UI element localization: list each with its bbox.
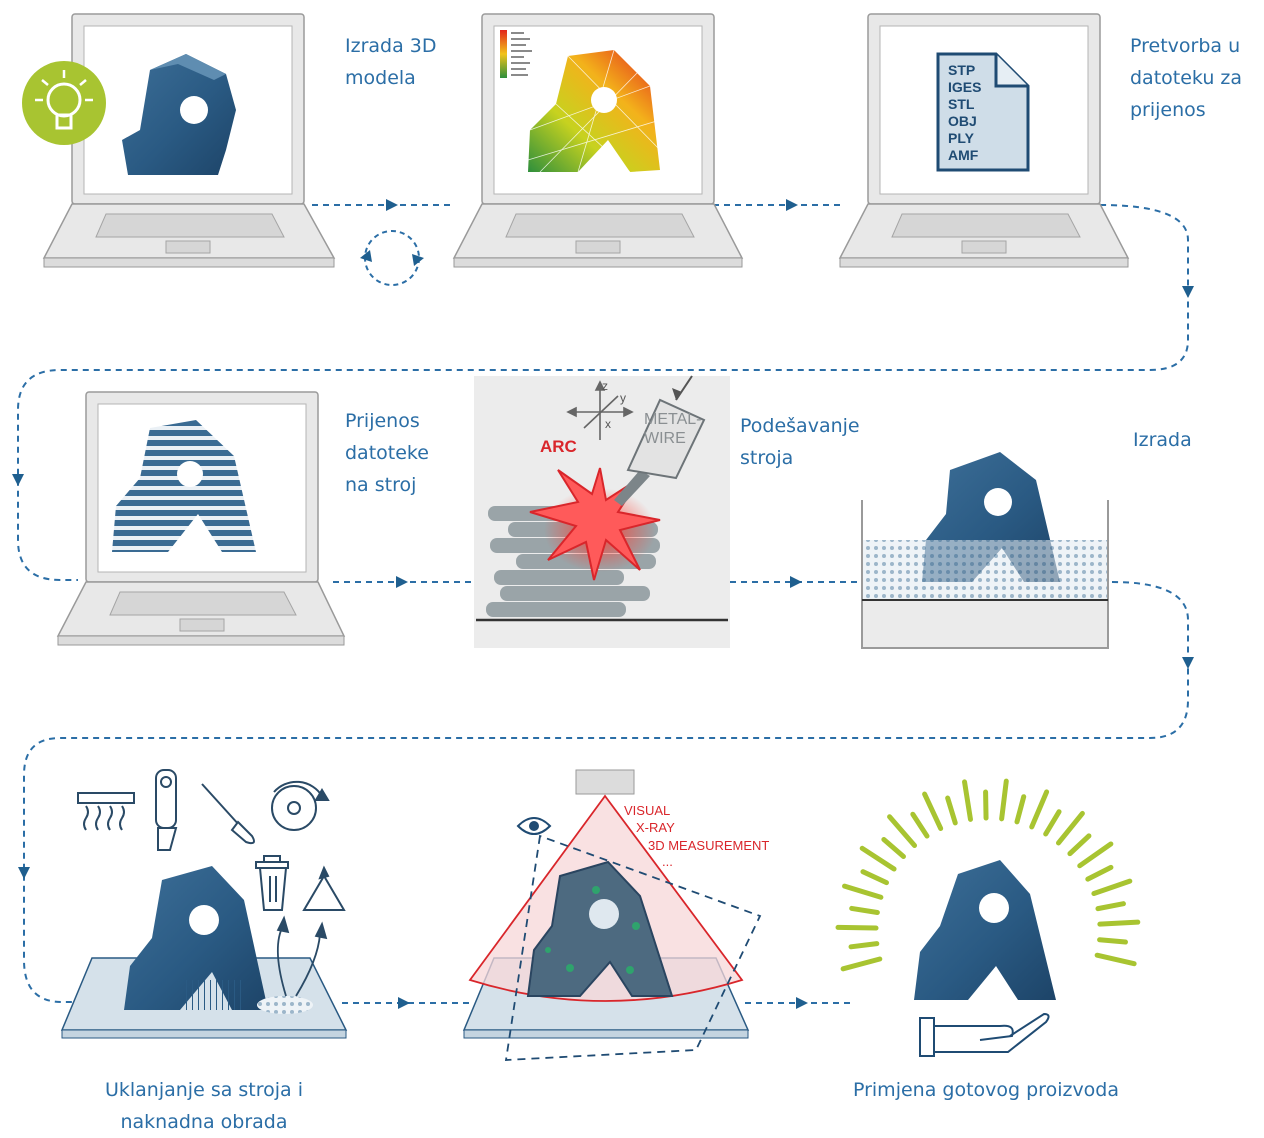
glow-ray xyxy=(863,872,887,883)
file-format-stl: STL xyxy=(948,96,975,112)
glow-ray xyxy=(1097,955,1134,964)
inspection-method-2: 3D MEASUREMENT xyxy=(648,838,769,853)
glow-ray xyxy=(925,794,941,828)
iteration-loop-icon xyxy=(360,231,424,285)
glow-ray xyxy=(1032,792,1047,827)
recycle-icon xyxy=(304,868,344,910)
glow-ray xyxy=(845,886,881,897)
glow-ray xyxy=(884,839,904,856)
glow-ray xyxy=(1080,844,1111,866)
axis-z-label: z xyxy=(602,379,608,393)
step-label-production: Izrada xyxy=(1133,424,1192,456)
inspection: VISUAL X-RAY 3D MEASUREMENT... xyxy=(464,770,769,1060)
glow-ray xyxy=(1002,781,1007,819)
glow-ray xyxy=(838,927,876,928)
laptop-3d-model xyxy=(44,14,334,267)
glow-ray xyxy=(1088,867,1111,879)
glow-ray xyxy=(851,944,877,947)
glow-ray xyxy=(913,814,927,836)
laptop-transfer xyxy=(58,392,344,645)
glow-ray xyxy=(965,782,971,820)
file-format-iges: IGES xyxy=(948,79,981,95)
file-format-stp: STP xyxy=(948,62,975,78)
file-format-amf: AMF xyxy=(948,147,979,163)
step-label-machine-setup: Podešavanje stroja xyxy=(740,410,860,474)
file-format-obj: OBJ xyxy=(948,113,977,129)
glow-ray xyxy=(1017,797,1024,822)
inspection-method-1: X-RAY xyxy=(636,820,675,835)
lightbulb-icon xyxy=(22,61,106,145)
step-label-final-product: Primjena gotovog proizvoda xyxy=(826,1074,1146,1106)
axis-x-label: x xyxy=(605,417,611,431)
glow-ray xyxy=(1100,940,1126,942)
inspection-method-0: VISUAL xyxy=(624,803,670,818)
wire-label-1: METAL- xyxy=(644,411,701,428)
laptop-simulation xyxy=(454,14,742,267)
trash-icon xyxy=(256,856,288,910)
part-final xyxy=(914,860,1056,1000)
glow-ray xyxy=(1070,836,1089,854)
hand-icon xyxy=(920,1014,1049,1056)
glow-ray xyxy=(862,848,894,869)
heater-icon xyxy=(78,793,134,830)
glow-ray xyxy=(1094,881,1130,893)
glow-ray xyxy=(948,798,956,823)
glow-ray xyxy=(1098,904,1124,909)
part-printed xyxy=(922,452,1062,584)
arc-label: ARC xyxy=(540,437,577,456)
final-product xyxy=(838,781,1138,1056)
file-format-ply: PLY xyxy=(948,130,975,146)
cutter-knife-icon xyxy=(156,770,176,850)
step-label-post-processing: Uklanjanje sa stroja i naknadna obrada xyxy=(70,1074,338,1138)
axis-y-label: y xyxy=(620,391,626,405)
glow-ray xyxy=(852,908,878,912)
scanner-head xyxy=(576,770,634,794)
eye-icon xyxy=(518,818,550,834)
heat-scale-bar xyxy=(500,30,507,78)
glow-ray xyxy=(1046,812,1059,834)
glow-ray xyxy=(843,959,880,969)
glow-ray xyxy=(1100,922,1138,924)
milling-cutter-icon xyxy=(272,782,328,830)
build-chamber xyxy=(862,452,1108,648)
step-label-3d-model: Izrada 3D modela xyxy=(345,30,437,94)
welding-setup-panel: z y x ARC METAL- WIRE xyxy=(474,376,730,648)
step-label-file-transfer: Prijenos datoteke na stroj xyxy=(345,405,429,501)
post-processing xyxy=(62,770,346,1038)
wire-label-2: WIRE xyxy=(644,430,686,447)
glow-ray xyxy=(890,817,915,846)
step-label-file-conversion: Pretvorba u datoteku za prijenos xyxy=(1130,30,1242,126)
inspection-method-3: ... xyxy=(662,854,673,869)
glow-ray xyxy=(1058,813,1082,843)
brush-icon xyxy=(202,784,254,843)
